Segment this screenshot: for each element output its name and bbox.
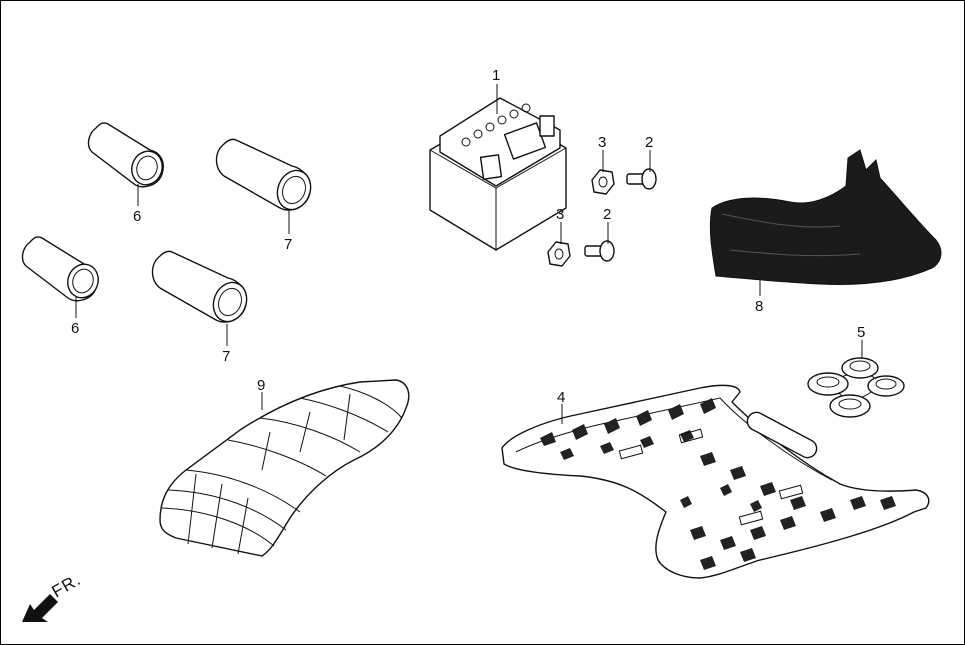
callout-grommets: 5 (857, 324, 865, 341)
motorcycle-cover (709, 149, 942, 285)
direction-indicator: FR. (22, 570, 84, 622)
callout-grip-small-lower: 6 (71, 320, 79, 337)
direction-label: FR. (49, 570, 85, 602)
grip-large-upper (215, 138, 312, 211)
arrow-down-left-icon (22, 594, 58, 622)
nut-upper (591, 169, 615, 195)
callout-floor-mat: 4 (557, 389, 565, 406)
callout-seat: 9 (257, 377, 265, 394)
grip-small-lower (21, 236, 99, 302)
callout-grip-large-lower: 7 (222, 348, 230, 365)
callout-nut-lower: 3 (556, 206, 564, 223)
grommet-top (841, 357, 879, 379)
seat (159, 379, 410, 557)
bolt-lower (584, 240, 615, 262)
callout-numbers: 1 2 2 3 3 4 5 6 6 7 7 8 9 (71, 67, 865, 406)
nut-lower (547, 241, 571, 267)
callout-grip-small-upper: 6 (133, 208, 141, 225)
grip-small-upper (87, 122, 164, 188)
leader-lines (75, 84, 863, 424)
grommet-left (807, 372, 849, 396)
floor-mat (501, 384, 930, 579)
callout-cover: 8 (755, 298, 763, 315)
grommet-right (867, 375, 905, 397)
callout-grip-large-upper: 7 (284, 236, 292, 253)
bolt-upper (626, 168, 657, 190)
callout-bolt-lower: 2 (603, 206, 611, 223)
callout-bolt-upper: 2 (645, 134, 653, 151)
grommet-bottom (829, 394, 871, 418)
callout-battery: 1 (492, 67, 500, 84)
grommets (807, 357, 905, 418)
callout-nut-upper: 3 (598, 134, 606, 151)
battery (429, 97, 567, 251)
grip-large-lower (151, 250, 248, 323)
